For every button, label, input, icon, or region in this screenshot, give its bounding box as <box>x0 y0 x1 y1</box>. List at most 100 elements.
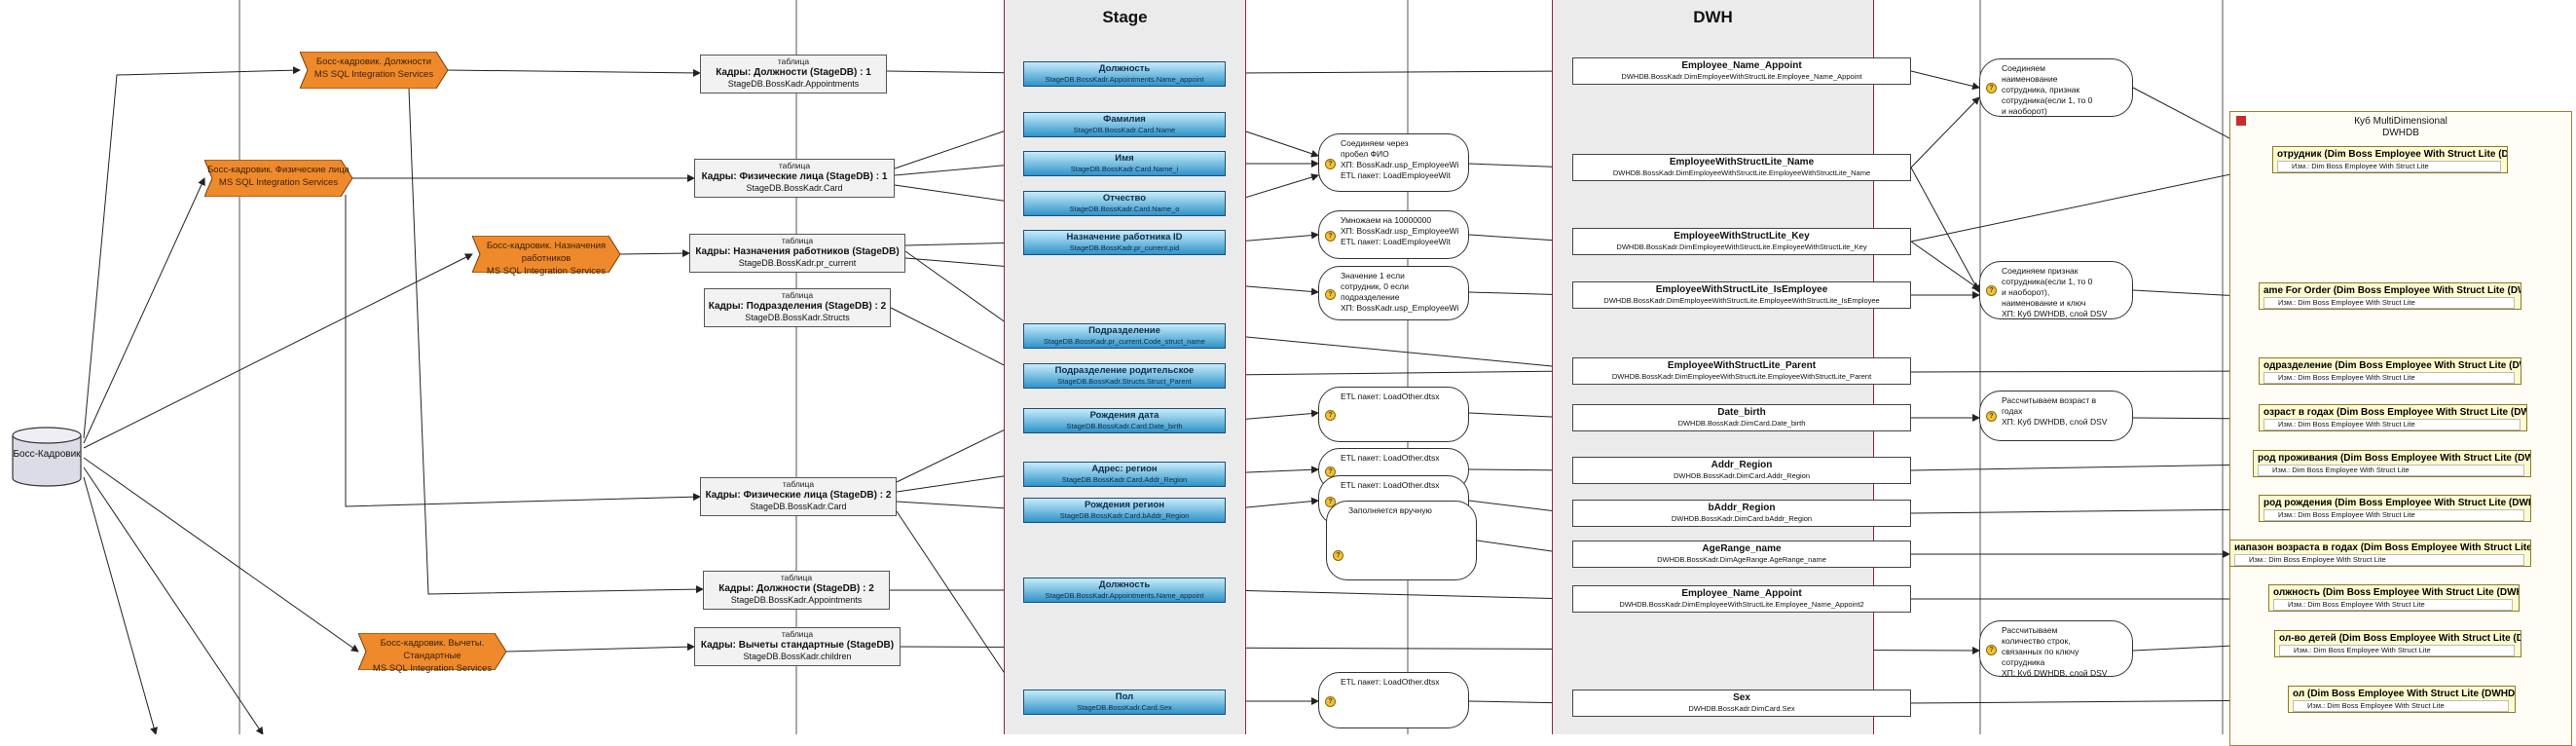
note-pin-icon: ? <box>1986 645 1997 655</box>
etl-note-line: Значение 1 если <box>1341 271 1405 280</box>
flow-connector <box>1910 241 1980 290</box>
source-table[interactable]: таблица Кадры: Подразделения (StageDB) :… <box>704 288 891 327</box>
stage-field-source: StageDB.BossKadr.Card.Date_birth <box>1066 422 1183 430</box>
dsv-note-line: Соединяем <box>2002 63 2045 73</box>
note-pin-icon: ? <box>1325 410 1336 421</box>
dsv-note-line: XП: Куб DWHDB, слой DSV <box>2002 309 2108 318</box>
source-database[interactable]: Босс-Кадровик <box>10 426 84 488</box>
table-title: Кадры: Назначения работников (StageDB) <box>695 246 900 257</box>
stage-field-title: Должность <box>1098 63 1151 74</box>
etl-note-line: ETL пакет: LoadOther.dtsx <box>1341 392 1440 401</box>
ssis-package-engine: MS SQL Integration Services <box>372 663 493 674</box>
dwh-field-title: Employee_Name_Appoint <box>1681 60 1802 71</box>
cube-attribute[interactable]: ол (Dim Boss Employee With Struct Lite (… <box>2288 686 2516 713</box>
dwh-field-title: Date_birth <box>1717 407 1766 418</box>
cube-attribute[interactable]: род проживания (Dim Boss Employee With S… <box>2253 450 2531 477</box>
source-table[interactable]: таблица Кадры: Физические лица (StageDB)… <box>694 159 895 198</box>
flow-connector <box>345 195 701 507</box>
cube-attribute-dimension: Изм.: Dim Boss Employee With Struct Lite <box>2263 509 2524 521</box>
stage-field-title: Назначение работника ID <box>1066 232 1183 242</box>
flow-connector <box>1910 96 1980 168</box>
table-kind: таблица <box>781 629 814 639</box>
cube-attribute[interactable]: род рождения (Dim Boss Employee With Str… <box>2259 495 2531 522</box>
stage-field-source: StageDB.BossKadr.Card.bAddr_Region <box>1059 511 1190 520</box>
source-table[interactable]: таблица Кадры: Вычеты стандартные (Stage… <box>694 627 901 666</box>
cube-attribute-dimension: Изм.: Dim Boss Employee With Struct Lite <box>2263 419 2521 430</box>
cube-attribute-title: озраст в годах (Dim Boss Employee With S… <box>2263 407 2527 418</box>
flow-connector <box>1910 461 2254 471</box>
dwh-field-source: DWHDB.BossKadr.DimCard.Sex <box>1688 704 1795 713</box>
cube-attribute[interactable]: ол-во детей (Dim Boss Employee With Stru… <box>2274 630 2521 657</box>
flow-connector <box>890 307 1024 376</box>
flow-connector <box>83 457 359 653</box>
flow-connector <box>1910 167 1980 293</box>
cube-attribute[interactable]: иапазон возраста в годах (Dim Boss Emplo… <box>2229 540 2531 567</box>
cube-attribute[interactable]: ame For Order (Dim Boss Employee With St… <box>2259 282 2521 310</box>
etl-note[interactable]: ? ETL пакет: LoadOther.dtsx <box>1318 387 1469 442</box>
source-table[interactable]: таблица Кадры: Должности (StageDB) : 1 S… <box>700 55 887 93</box>
flow-connector <box>83 177 205 444</box>
etl-note[interactable]: ? Заполняется вручную <box>1326 501 1477 580</box>
source-table[interactable]: таблица Кадры: Назначения работников (St… <box>689 234 905 273</box>
flow-connector <box>894 160 1024 176</box>
stage-field-title: Рождения регион <box>1084 500 1164 510</box>
table-title: Кадры: Физические лица (StageDB) : 1 <box>701 171 888 182</box>
dwh-field-source: DWHDB.BossKadr.DimEmployeeWithStructLite… <box>1603 296 1880 305</box>
dsv-note-line: сотрудника, признак <box>2002 85 2080 94</box>
dsv-note-line: Рассчитываем <box>2002 625 2058 635</box>
cube-attribute[interactable]: олжность (Dim Boss Employee With Struct … <box>2268 584 2520 612</box>
ssis-package-engine: MS SQL Integration Services <box>313 69 434 80</box>
table-source: StageDB.BossKadr.children <box>743 652 852 661</box>
dsv-note-line: XП: Куб DWHDB, слой DSV <box>2002 417 2108 427</box>
source-table[interactable]: таблица Кадры: Физические лица (StageDB)… <box>700 477 897 516</box>
table-kind: таблица <box>778 161 811 170</box>
etl-note-line: ETL пакет: LoadEmployeeWit <box>1341 170 1451 180</box>
dwh-field-source: DWHDB.BossKadr.DimEmployeeWithStructLite… <box>1616 242 1867 251</box>
flow-connector <box>505 643 695 653</box>
flow-connector <box>1225 67 1573 76</box>
cube-attribute-title: род проживания (Dim Boss Employee With S… <box>2258 453 2531 464</box>
cube-attribute[interactable]: озраст в годах (Dim Boss Employee With S… <box>2259 404 2527 431</box>
source-table[interactable]: таблица Кадры: Должности (StageDB) : 2 S… <box>703 571 890 610</box>
etl-note-line: Заполняется вручную <box>1348 505 1432 515</box>
cube-attribute[interactable]: отрудник (Dim Boss Employee With Struct … <box>2272 146 2508 173</box>
cube-attribute[interactable]: одразделение (Dim Boss Employee With Str… <box>2259 357 2521 385</box>
etl-note[interactable]: ? ETL пакет: LoadOther.dtsx <box>1318 672 1469 728</box>
dwh-field-title: Employee_Name_Appoint <box>1681 588 1802 599</box>
